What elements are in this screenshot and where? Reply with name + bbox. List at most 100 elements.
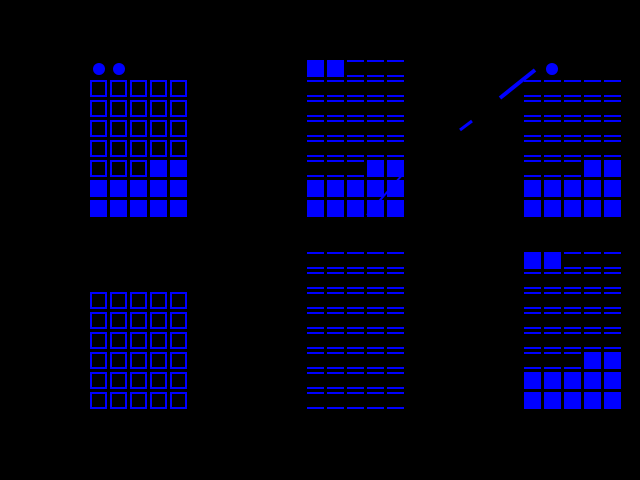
empty-cell: [327, 120, 344, 137]
filled-cell: [584, 372, 601, 389]
empty-cell: [110, 292, 127, 309]
empty-cell: [327, 292, 344, 309]
filled-cell: [170, 180, 187, 197]
filled-cell: [584, 352, 601, 369]
empty-cell: [130, 80, 147, 97]
empty-cell: [170, 312, 187, 329]
empty-cell: [90, 312, 107, 329]
empty-cell: [130, 292, 147, 309]
filled-cell: [604, 352, 621, 369]
empty-cell: [170, 352, 187, 369]
empty-cell: [307, 272, 324, 289]
filled-cell: [544, 372, 561, 389]
empty-cell: [544, 120, 561, 137]
empty-cell: [327, 100, 344, 117]
empty-cell: [387, 140, 404, 157]
empty-cell: [584, 100, 601, 117]
filled-cell: [367, 160, 384, 177]
empty-cell: [544, 272, 561, 289]
filled-cell: [90, 200, 107, 217]
empty-cell: [347, 252, 364, 269]
ball-icon: [93, 63, 105, 75]
empty-cell: [564, 272, 581, 289]
filled-cell: [387, 160, 404, 177]
empty-cell: [544, 100, 561, 117]
empty-cell: [90, 392, 107, 409]
empty-cell: [604, 120, 621, 137]
filled-cell: [307, 180, 324, 197]
empty-cell: [524, 140, 541, 157]
empty-cell: [307, 100, 324, 117]
filled-cell: [130, 200, 147, 217]
empty-cell: [544, 80, 561, 97]
filled-cell: [307, 60, 324, 77]
empty-cell: [347, 120, 364, 137]
empty-cell: [367, 332, 384, 349]
empty-cell: [524, 80, 541, 97]
empty-cell: [524, 312, 541, 329]
empty-cell: [170, 140, 187, 157]
filled-cell: [110, 180, 127, 197]
filled-cell: [584, 200, 601, 217]
empty-cell: [367, 352, 384, 369]
empty-cell: [307, 312, 324, 329]
empty-cell: [387, 100, 404, 117]
empty-cell: [367, 312, 384, 329]
empty-cell: [130, 100, 147, 117]
empty-cell: [387, 332, 404, 349]
empty-cell: [367, 392, 384, 409]
empty-cell: [150, 372, 167, 389]
empty-cell: [564, 100, 581, 117]
empty-cell: [367, 80, 384, 97]
filled-cell: [544, 180, 561, 197]
empty-cell: [347, 140, 364, 157]
filled-cell: [307, 200, 324, 217]
empty-cell: [170, 292, 187, 309]
filled-cell: [544, 200, 561, 217]
motion-trail: [366, 173, 404, 216]
empty-cell: [307, 80, 324, 97]
filled-cell: [327, 200, 344, 217]
empty-cell: [524, 160, 541, 177]
empty-cell: [387, 272, 404, 289]
filled-cell: [327, 60, 344, 77]
empty-cell: [130, 312, 147, 329]
filled-cell: [604, 180, 621, 197]
empty-cell: [307, 392, 324, 409]
filled-cell: [367, 180, 384, 197]
empty-cell: [327, 372, 344, 389]
filled-cell: [524, 200, 541, 217]
empty-cell: [150, 332, 167, 349]
empty-cell: [564, 120, 581, 137]
empty-cell: [110, 120, 127, 137]
empty-cell: [150, 392, 167, 409]
empty-cell: [327, 332, 344, 349]
empty-cell: [307, 140, 324, 157]
empty-cell: [564, 332, 581, 349]
empty-cell: [524, 100, 541, 117]
empty-cell: [604, 252, 621, 269]
empty-cell: [130, 160, 147, 177]
empty-cell: [327, 140, 344, 157]
empty-cell: [327, 272, 344, 289]
empty-cell: [110, 140, 127, 157]
empty-cell: [564, 292, 581, 309]
empty-cell: [150, 140, 167, 157]
empty-cell: [327, 80, 344, 97]
empty-cell: [90, 100, 107, 117]
empty-cell: [544, 332, 561, 349]
empty-cell: [544, 312, 561, 329]
empty-cell: [307, 252, 324, 269]
empty-cell: [90, 80, 107, 97]
empty-cell: [584, 140, 601, 157]
empty-cell: [387, 120, 404, 137]
empty-cell: [307, 372, 324, 389]
empty-cell: [307, 332, 324, 349]
empty-cell: [90, 332, 107, 349]
filled-cell: [170, 200, 187, 217]
filled-cell: [584, 160, 601, 177]
filled-cell: [604, 392, 621, 409]
empty-cell: [90, 160, 107, 177]
empty-cell: [110, 100, 127, 117]
filled-cell: [604, 200, 621, 217]
